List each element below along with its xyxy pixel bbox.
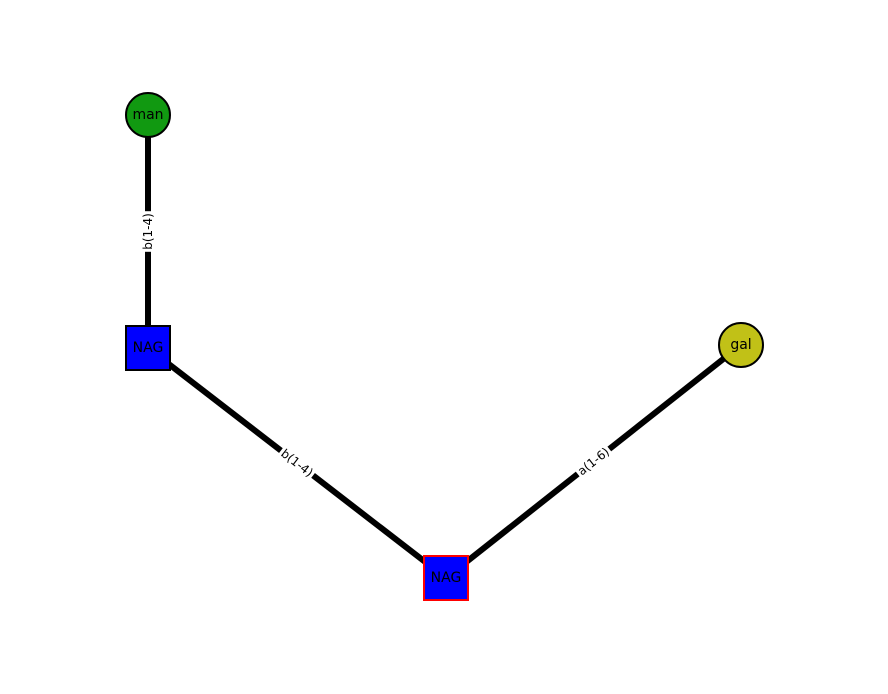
node-nag-bottom (423, 555, 469, 601)
edge-label-bg (572, 442, 615, 481)
edge-label-group-nag-bottom-gal: a(1-6) (572, 442, 615, 481)
edge-label-group-nag-left-nag-bottom: b(1-4) (276, 444, 318, 482)
node-man (125, 92, 171, 138)
node-label-nag-bottom: NAG (431, 570, 462, 586)
node-label-nag-left: NAG (133, 340, 164, 356)
node-label-gal: gal (730, 337, 751, 353)
edge-label-bg (276, 444, 318, 482)
node-gal (718, 322, 764, 368)
edge-label-bg (140, 211, 156, 252)
edge-label-group-man-nag-left: b(1-4) (140, 211, 156, 252)
edge-label-man-nag-left: b(1-4) (141, 213, 155, 250)
edge-label-nag-bottom-gal: a(1-6) (575, 445, 612, 479)
node-nag-left (125, 325, 171, 371)
edge-label-nag-left-nag-bottom: b(1-4) (278, 446, 316, 479)
node-label-man: man (132, 107, 163, 123)
